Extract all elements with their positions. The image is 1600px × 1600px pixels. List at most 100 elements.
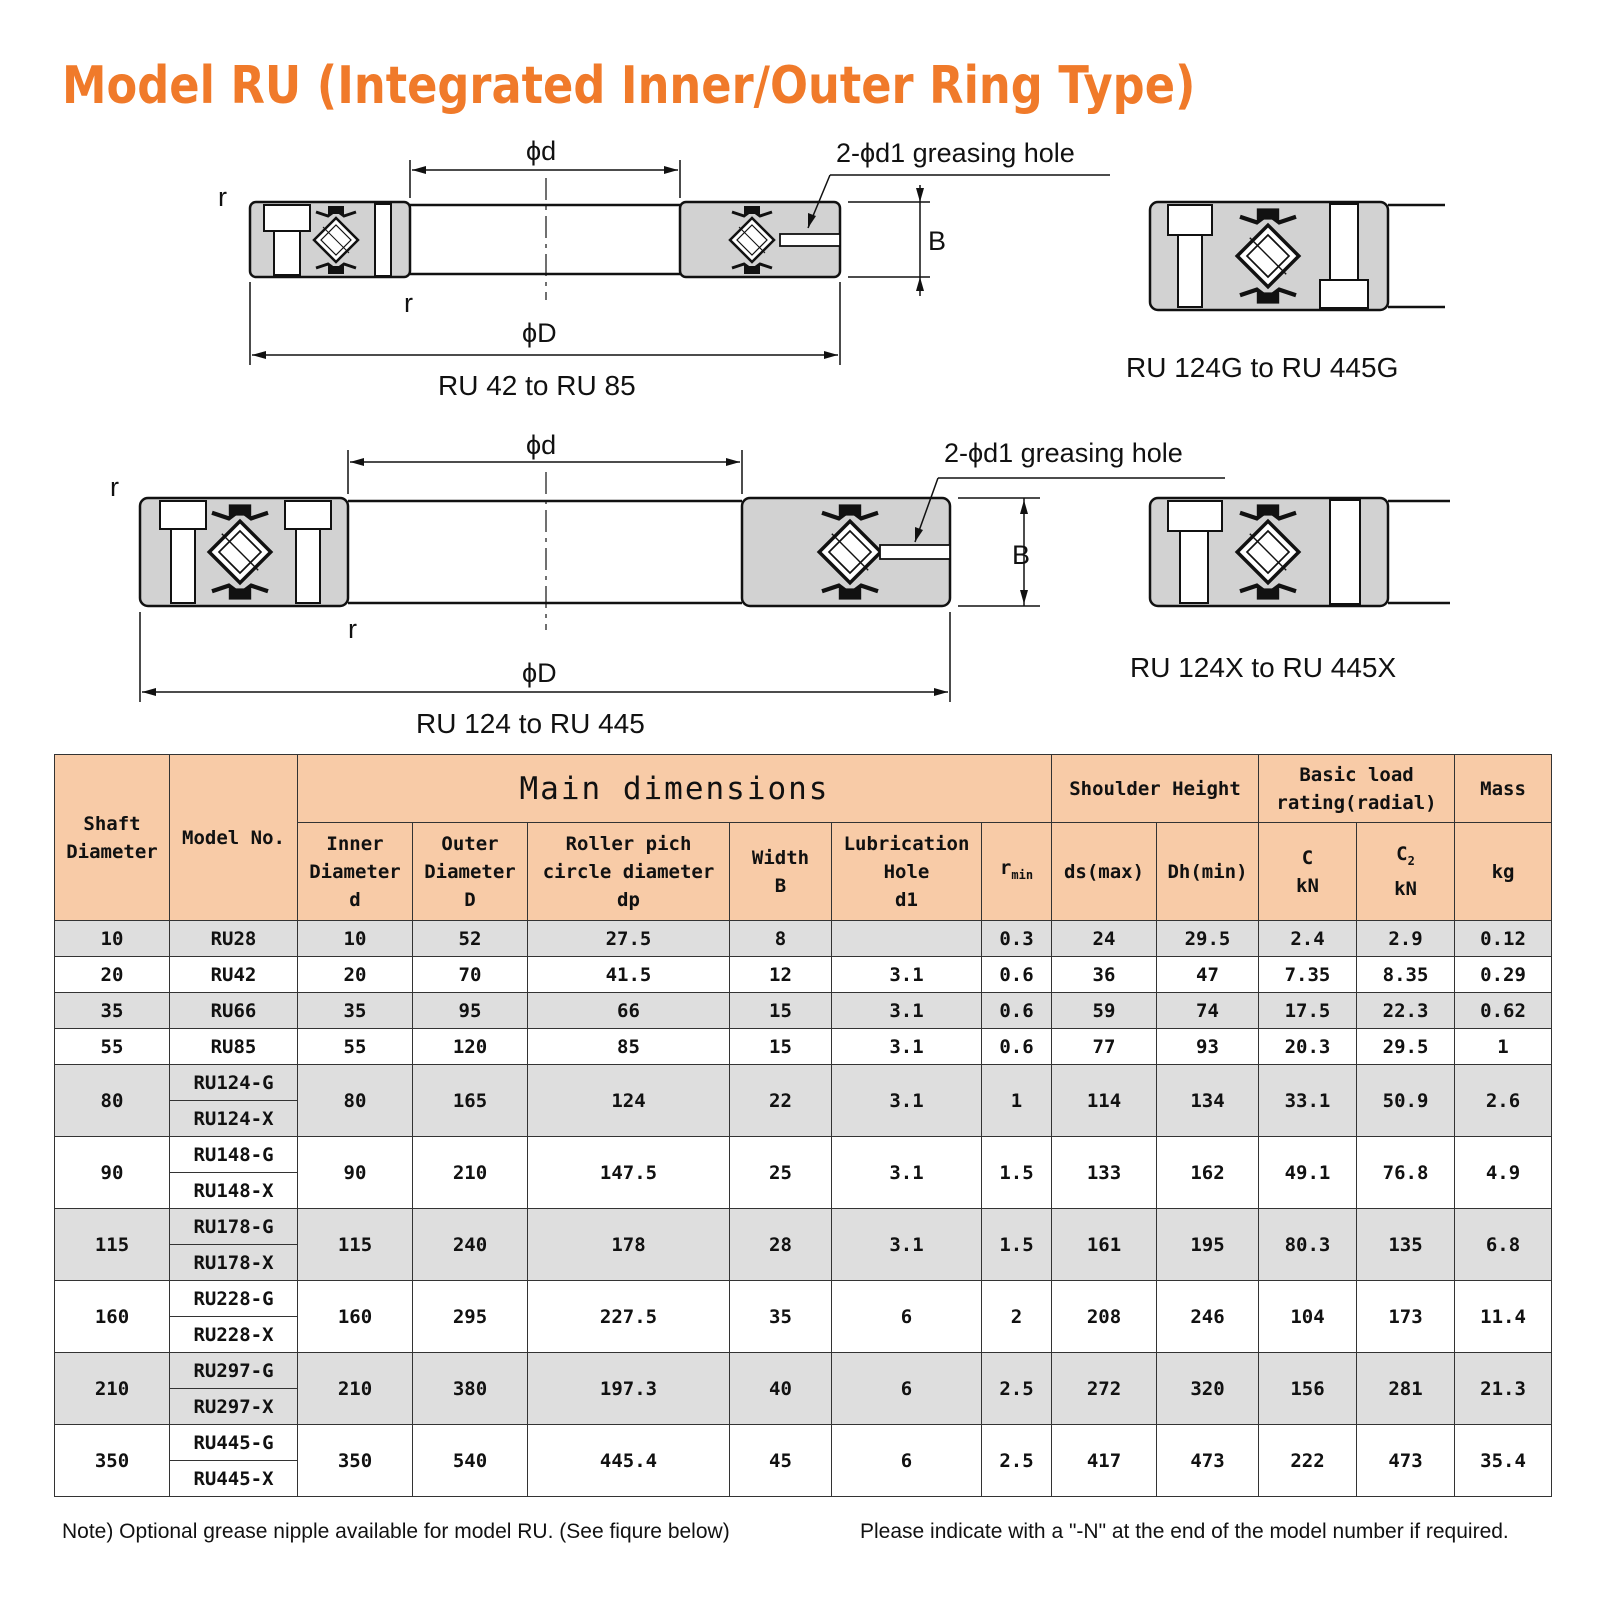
figure-ru124x-ru445x <box>1148 496 1450 608</box>
ds-cell: 272 <box>1051 1352 1157 1425</box>
width-label: B <box>1012 540 1031 570</box>
figure-ru124-ru445 <box>138 450 1225 702</box>
width-cell: 40 <box>729 1352 832 1425</box>
outer-diameter-label: ϕD <box>522 318 557 348</box>
ds-cell: 24 <box>1051 920 1157 957</box>
dh-cell: 134 <box>1156 1064 1259 1137</box>
header-main-dimensions: Main dimensions <box>297 754 1052 823</box>
rmin-cell: 0.6 <box>981 992 1052 1029</box>
lubrication-hole-cell: 3.1 <box>831 992 982 1029</box>
roller-pitch-cell: 227.5 <box>527 1280 730 1353</box>
lubrication-hole-cell: 6 <box>831 1280 982 1353</box>
model-no-cell: RU42 <box>169 956 298 993</box>
c-cell: 33.1 <box>1258 1064 1357 1137</box>
outer-diameter-cell: 70 <box>412 956 528 993</box>
spec-table: Shaft Diameter Model No. Main dimensions… <box>54 754 1553 1497</box>
c-cell: 104 <box>1258 1280 1357 1353</box>
c2-cell: 22.3 <box>1355 992 1456 1029</box>
model-no-cell: RU178-X <box>169 1244 298 1281</box>
model-no-cell: RU228-G <box>169 1280 298 1317</box>
width-cell: 22 <box>729 1064 832 1137</box>
rmin-cell: 1.5 <box>981 1208 1052 1281</box>
ds-cell: 36 <box>1051 956 1157 993</box>
roller-pitch-cell: 41.5 <box>527 956 730 993</box>
header-kg: kg <box>1454 822 1553 921</box>
c2-cell: 281 <box>1355 1352 1456 1425</box>
model-no-cell: RU85 <box>169 1028 298 1065</box>
c2-cell: 29.5 <box>1355 1028 1456 1065</box>
shaft-diameter-cell: 210 <box>54 1352 170 1425</box>
lubrication-hole-cell: 3.1 <box>831 1064 982 1137</box>
page-title: Model RU (Integrated Inner/Outer Ring Ty… <box>62 56 1196 116</box>
header-shoulder-height: Shoulder Height <box>1051 754 1259 823</box>
model-no-cell: RU148-G <box>169 1136 298 1173</box>
c-cell: 156 <box>1258 1352 1357 1425</box>
inner-diameter-cell: 90 <box>297 1136 413 1209</box>
note-right: Please indicate with a "-N" at the end o… <box>860 1520 1509 1543</box>
header-mass: Mass <box>1454 754 1553 823</box>
lubrication-hole-cell: 3.1 <box>831 1028 982 1065</box>
note-left: Note) Optional grease nipple available f… <box>62 1520 730 1543</box>
table-row: RU178-X <box>55 1244 1552 1281</box>
lubrication-hole-cell: 6 <box>831 1352 982 1425</box>
inner-diameter-cell: 80 <box>297 1064 413 1137</box>
rmin-cell: 0.6 <box>981 956 1052 993</box>
shaft-diameter-cell: 35 <box>54 992 170 1029</box>
inner-diameter-label: ϕd <box>526 136 557 166</box>
width-cell: 45 <box>729 1424 832 1497</box>
outer-diameter-cell: 52 <box>412 920 528 957</box>
model-no-cell: RU297-X <box>169 1388 298 1425</box>
mass-cell: 0.62 <box>1454 992 1553 1029</box>
c2-cell: 473 <box>1355 1424 1456 1497</box>
roller-pitch-cell: 27.5 <box>527 920 730 957</box>
lubrication-hole-cell: 6 <box>831 1424 982 1497</box>
mass-cell: 21.3 <box>1454 1352 1553 1425</box>
inner-diameter-cell: 210 <box>297 1352 413 1425</box>
header-model-no: Model No. <box>169 754 298 921</box>
rmin-cell: 2 <box>981 1280 1052 1353</box>
rmin-cell: 1.5 <box>981 1136 1052 1209</box>
c-cell: 49.1 <box>1258 1136 1357 1209</box>
mass-cell: 4.9 <box>1454 1136 1553 1209</box>
table-row: RU445-X <box>55 1460 1552 1497</box>
header-basic-load: Basic load rating(radial) <box>1257 754 1456 823</box>
c-cell: 80.3 <box>1258 1208 1357 1281</box>
roller-pitch-cell: 147.5 <box>527 1136 730 1209</box>
rmin-cell: 2.5 <box>981 1352 1052 1425</box>
c2-cell: 135 <box>1355 1208 1456 1281</box>
width-cell: 8 <box>729 920 832 957</box>
figure-caption-ru42-ru85: RU 42 to RU 85 <box>438 370 636 401</box>
bearing-drawings <box>138 160 1450 702</box>
roller-pitch-cell: 124 <box>527 1064 730 1137</box>
c2-cell: 76.8 <box>1355 1136 1456 1209</box>
header-ds-max: ds(max) <box>1051 822 1157 921</box>
figure-ru124g-ru445g <box>1148 200 1445 312</box>
inner-diameter-cell: 160 <box>297 1280 413 1353</box>
dh-cell: 74 <box>1156 992 1259 1029</box>
outer-diameter-cell: 540 <box>412 1424 528 1497</box>
roller-pitch-cell: 197.3 <box>527 1352 730 1425</box>
model-no-cell: RU66 <box>169 992 298 1029</box>
dh-cell: 93 <box>1156 1028 1259 1065</box>
table-row: RU124-X <box>55 1100 1552 1137</box>
table-row: RU228-X <box>55 1316 1552 1353</box>
figure-caption-ru124-ru445: RU 124 to RU 445 <box>416 708 645 739</box>
shaft-diameter-cell: 80 <box>54 1064 170 1137</box>
width-cell: 35 <box>729 1280 832 1353</box>
outer-diameter-cell: 240 <box>412 1208 528 1281</box>
c-cell: 17.5 <box>1258 992 1357 1029</box>
ds-cell: 77 <box>1051 1028 1157 1065</box>
model-no-cell: RU124-G <box>169 1064 298 1101</box>
model-no-cell: RU445-X <box>169 1460 298 1497</box>
radius-label: r <box>348 614 357 644</box>
header-rmin: rmin <box>981 822 1052 921</box>
